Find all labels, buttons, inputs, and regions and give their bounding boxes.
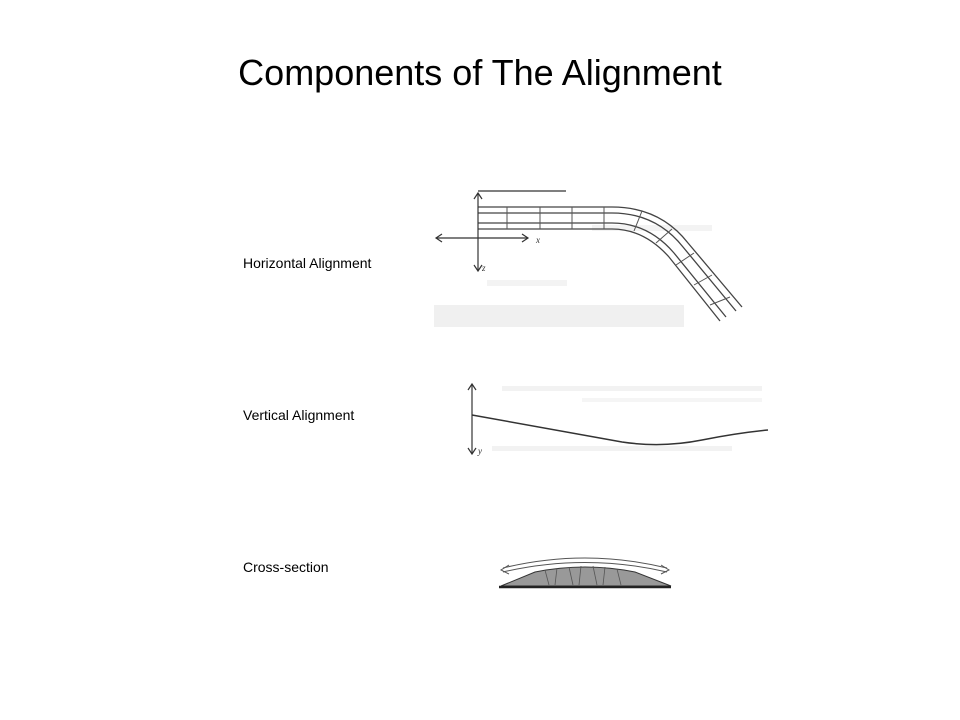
texture-noise xyxy=(492,386,762,451)
texture-noise xyxy=(434,225,712,327)
x-axis-label: x xyxy=(535,235,540,245)
y-axis-label: y xyxy=(477,446,482,456)
crown-arrow xyxy=(499,557,671,575)
road-plan-outline xyxy=(478,206,743,322)
y-axis-arrow xyxy=(467,382,477,456)
embankment-fill xyxy=(500,566,672,587)
cross-section-label: Cross-section xyxy=(243,559,329,575)
slide-title: Components of The Alignment xyxy=(238,52,722,93)
embankment-hatching xyxy=(544,565,622,586)
horizontal-alignment-diagram: x z xyxy=(434,190,743,327)
z-axis-arrow xyxy=(473,191,483,273)
x-axis-arrow xyxy=(434,233,530,243)
horizontal-alignment-label: Horizontal Alignment xyxy=(243,255,372,271)
lane-ticks xyxy=(506,207,731,306)
vertical-alignment-label: Vertical Alignment xyxy=(243,407,355,423)
vertical-alignment-diagram: y xyxy=(467,382,769,456)
profile-grade-line xyxy=(471,414,769,446)
z-axis-label: z xyxy=(481,263,486,273)
cross-section-diagram xyxy=(499,557,672,589)
